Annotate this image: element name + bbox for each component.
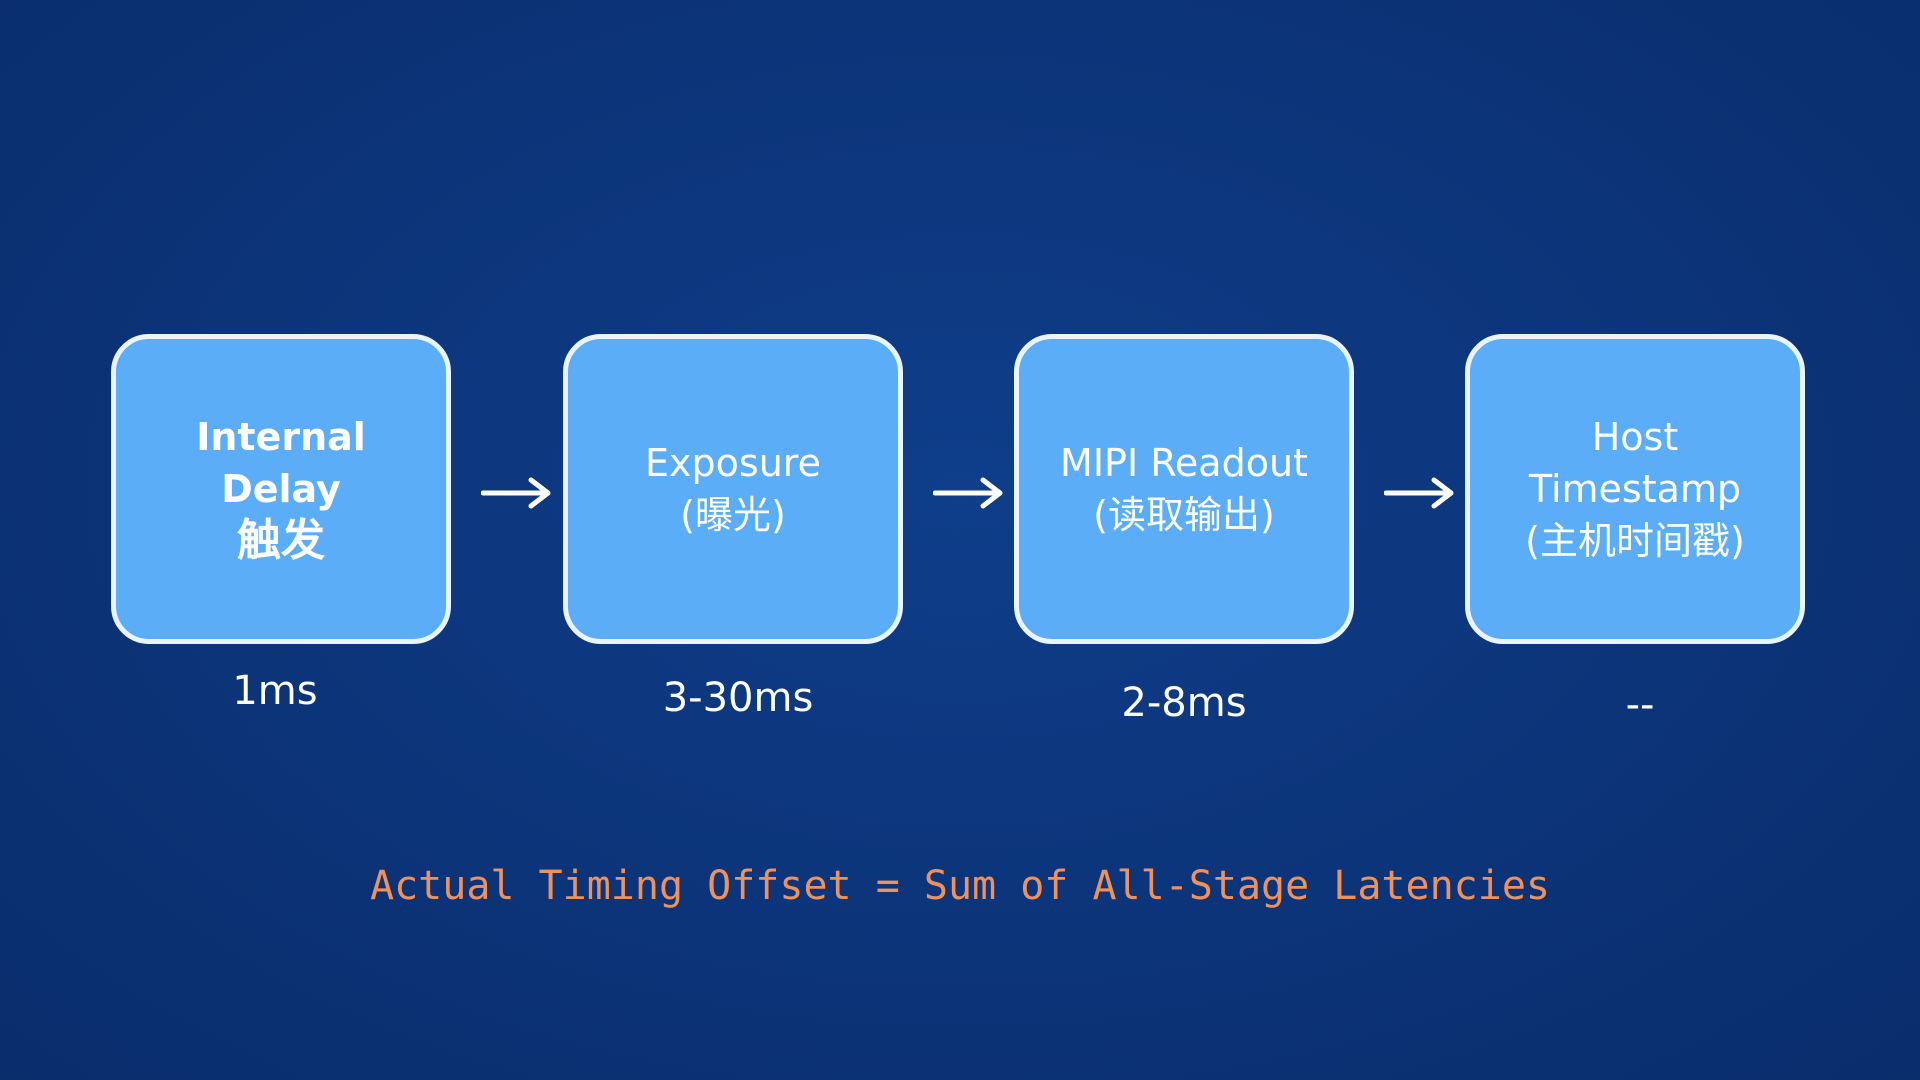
stage-box-host-timestamp: Host Timestamp (主机时间戳) (1465, 334, 1805, 644)
arrow-right-icon (933, 477, 1003, 509)
stage-title: MIPI Readout (1060, 441, 1308, 485)
latency-label: 1ms (232, 668, 318, 714)
latency-label: 2-8ms (1121, 680, 1247, 726)
arrow-right-icon (1384, 477, 1454, 509)
formula-caption: Actual Timing Offset = Sum of All-Stage … (369, 863, 1551, 909)
stage-title: Host Timestamp (1528, 415, 1742, 511)
stage-box-mipi-readout: MIPI Readout (读取输出) (1014, 334, 1354, 644)
stage-box-internal-delay: Internal Delay 触发 (111, 334, 451, 644)
stage-box-exposure: Exposure (曝光) (563, 334, 903, 644)
stage-subtitle: (读取输出) (1093, 493, 1275, 537)
stage-subtitle: (曝光) (680, 493, 786, 537)
latency-label: 3-30ms (662, 675, 814, 721)
stage-title: Exposure (645, 441, 821, 485)
stage-subtitle: 触发 (237, 515, 325, 566)
latency-label: -- (1625, 682, 1655, 728)
arrow-right-icon (481, 477, 551, 509)
stage-subtitle: (主机时间戳) (1525, 519, 1745, 563)
stage-title: Internal Delay (196, 415, 366, 511)
